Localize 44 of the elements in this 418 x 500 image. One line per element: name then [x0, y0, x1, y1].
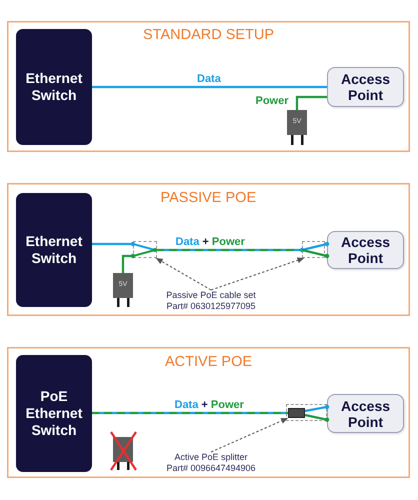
device-label: Access Point [340, 398, 392, 430]
callout-text: Passive PoE cable set [166, 290, 256, 301]
splitter-block [288, 408, 305, 418]
cable-line [296, 96, 327, 110]
cable-line [302, 242, 330, 252]
access-point-box [327, 394, 404, 433]
access-point-box [327, 231, 404, 269]
device-label: Access Point [340, 71, 392, 103]
section-panel [7, 183, 410, 316]
cable-line [92, 412, 288, 414]
splitter-frame [302, 241, 325, 258]
leader-arrow [210, 418, 288, 452]
edge-label: Power [254, 95, 291, 107]
splitter-frame [133, 241, 157, 258]
leader-arrow [155, 258, 212, 290]
section-title: PASSIVE POE [160, 190, 256, 206]
edge-label: Data + Power [172, 399, 246, 411]
part-number: Part# 0096647494906 [166, 463, 256, 474]
section-title: STANDARD SETUP [143, 27, 274, 43]
device-label: Ethernet Switch [24, 70, 84, 104]
cable-line [304, 414, 330, 422]
cable-line [302, 248, 330, 258]
edge-label: Data [195, 73, 223, 85]
device-label: Ethernet Switch [24, 233, 84, 267]
switch-box [16, 193, 92, 307]
switch-box [16, 355, 92, 472]
device-label: PoE Ethernet Switch [24, 388, 84, 439]
cable-line [304, 404, 330, 412]
edge-label: Data + Power [174, 236, 247, 248]
cable-line [157, 248, 304, 252]
section-title: ACTIVE POE [165, 354, 252, 370]
section-panel [7, 21, 410, 152]
power-adapter [113, 273, 133, 307]
cable-line [92, 86, 327, 88]
device-label: Access Point [340, 234, 392, 266]
cable-line [92, 242, 136, 246]
callout-text: Active PoE splitter [174, 452, 248, 463]
leader-arrow [210, 257, 305, 290]
section-panel [7, 347, 410, 478]
part-number: Part# 0630125977095 [166, 301, 256, 312]
switch-box [16, 29, 92, 145]
power-adapter [287, 110, 307, 145]
access-point-box [327, 67, 404, 107]
cable-line [122, 254, 136, 273]
